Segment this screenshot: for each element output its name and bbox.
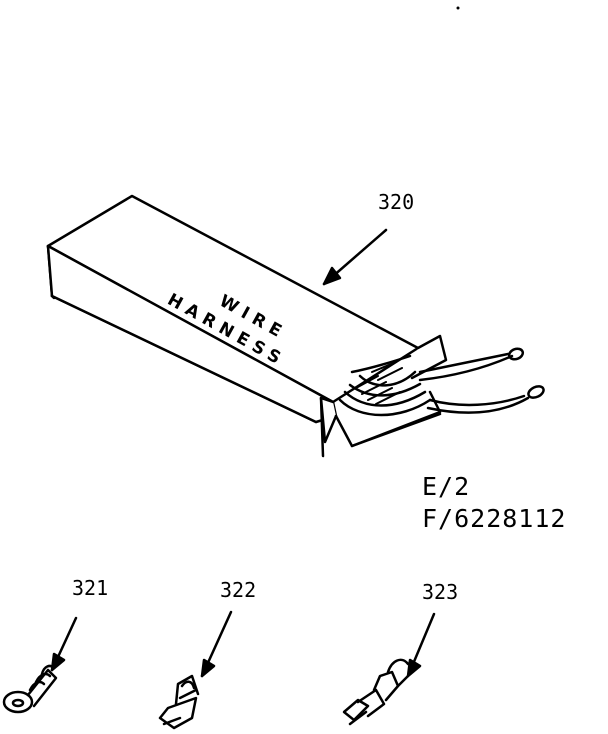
callout-321: 321 [72, 576, 109, 600]
callout-320: 320 [378, 190, 415, 214]
callout-322: 322 [220, 578, 257, 602]
spade-terminal [158, 610, 233, 730]
reference-line-1: E/2 [422, 472, 471, 501]
callout-323: 323 [422, 580, 459, 604]
reference-line-2: F/6228112 [422, 504, 567, 533]
connector-terminal [342, 612, 436, 726]
stray-mark [456, 6, 460, 10]
ring-terminal [2, 616, 78, 714]
wire-harness-box [46, 194, 545, 458]
